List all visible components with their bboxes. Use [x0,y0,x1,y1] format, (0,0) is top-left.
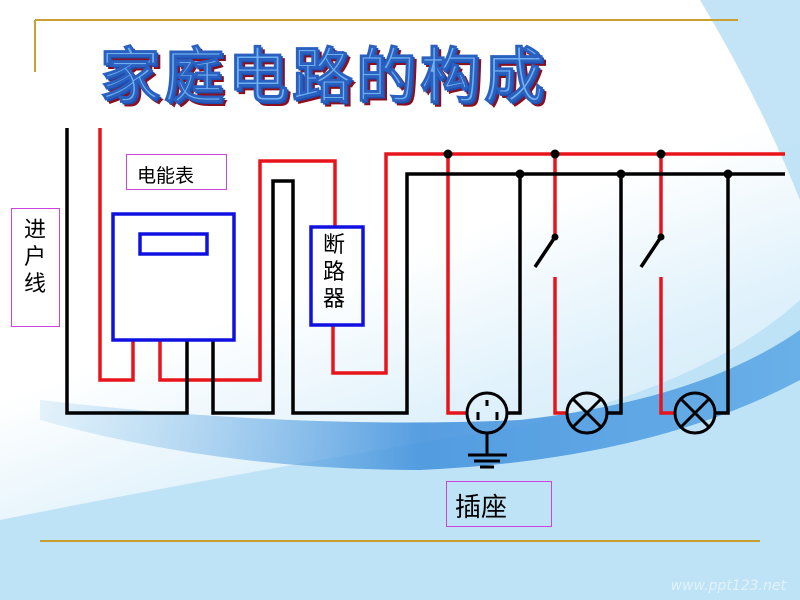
neutral-wires [65,128,785,415]
incoming-line-label: 进户线 [11,208,60,327]
watermark: www.ppt123.net [670,578,786,594]
switch-2 [639,236,663,268]
socket-label: 插座 [446,481,552,527]
energy-meter [111,212,236,342]
lamp-icon [565,391,609,435]
page-title: 家庭电路的构成 [100,42,548,113]
live-wires [98,128,785,415]
circuit-breaker [309,225,365,327]
breaker-label: 断路器 [323,233,346,312]
socket-icon [465,391,509,469]
junction-dots [443,149,733,241]
switch-1 [533,236,557,268]
meter-label: 电能表 [126,154,227,190]
slide-rules [34,19,760,542]
lamp-icon [673,391,717,435]
